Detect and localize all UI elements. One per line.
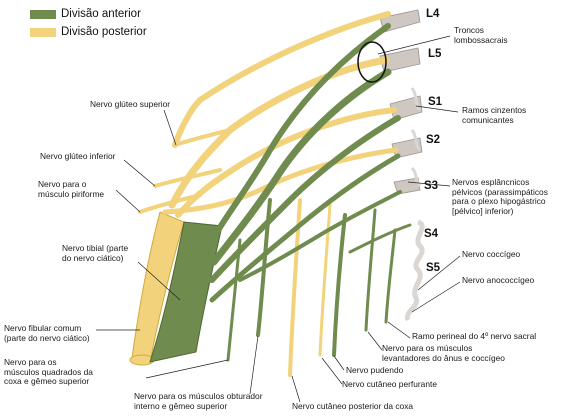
levantadores-branch [364,208,377,332]
label-anococcigeo: Nervo anococcígeo [462,275,535,285]
root-s3: S3 [424,180,439,192]
vertebra-s1 [389,95,423,121]
gluteo-inf-branch [153,168,222,188]
legend-posterior-label: Divisão posterior [61,26,147,38]
grey-rami [410,87,422,188]
root-s4: S4 [424,228,439,240]
post-s1 [175,107,397,218]
label-cutaneo-posterior: Nervo cutâneo posterior da coxa [292,401,414,411]
piriforme-branch [138,193,202,214]
label-levantadores: Nervo para os músculos levantadores do â… [382,343,505,363]
root-s2: S2 [426,134,441,146]
quadrados-branch [226,238,242,362]
ant-l4 [209,23,391,243]
vertebra-stubs [379,9,423,195]
label-gluteo-inferior: Nervo glúteo inferior [40,151,116,161]
anterior-division-nerves [209,23,412,362]
post-l4 [172,11,391,148]
coccygeal-plexus-chain [404,219,425,322]
leader-lines [96,35,461,403]
label-piriforme: Nervo para o músculo piriforme [38,179,105,199]
cutaneo-perfurante [318,203,332,357]
legend-posterior-swatch [30,27,56,37]
post-s2 [162,147,399,215]
pudendo-branch [332,213,347,357]
ant-l5 [210,68,392,266]
ant-s1 [209,115,401,283]
ant-s4 [348,223,412,254]
root-s1: S1 [428,96,443,108]
vertebra-s3 [393,177,421,195]
post-l5 [168,56,390,209]
root-s5: S5 [426,262,441,274]
label-esplancnicos: Nervos esplâncnicos pélvicos (parassimpá… [452,177,548,216]
posterior-division-nerves [138,11,399,377]
legend-anterior: Divisão anterior [30,8,141,20]
label-quadrados: Nervo para os músculos quadrados da coxa… [4,357,93,387]
label-perineal: Ramo perineal do 4º nervo sacral [412,331,537,341]
obturador-branch [256,198,272,337]
label-coccigeo: Nervo coccígeo [462,249,521,259]
label-troncos: Troncos lombossacrais [454,25,508,45]
label-obturador: Nervo para os músculos obturador interno… [134,391,263,411]
label-gluteo-superior: Nervo glúteo superior [90,99,171,109]
label-tibial: Nervo tibial (parte do nervo ciático) [62,243,129,263]
label-pudendo: Nervo pudendo [346,365,404,375]
perineal-branch [384,228,397,324]
lumbosacral-trunk-ring [357,41,387,83]
label-fibular: Nervo fibular comum (parte do nervo ciát… [4,323,90,343]
legend-anterior-label: Divisão anterior [61,8,141,20]
legend-anterior-swatch [30,9,56,19]
vertebra-s2 [391,137,423,159]
vertebra-l5 [379,47,421,73]
root-l4: L4 [426,8,440,20]
label-ramos: Ramos cinzentos comunicantes [462,105,527,125]
gluteo-sup-branch [173,128,232,147]
label-perfurante: Nervo cutâneo perfurante [342,379,437,389]
cutaneo-posterior-coxa [288,198,302,377]
ant-s2 [209,153,401,303]
root-l5: L5 [428,48,442,60]
legend-posterior: Divisão posterior [30,26,147,38]
